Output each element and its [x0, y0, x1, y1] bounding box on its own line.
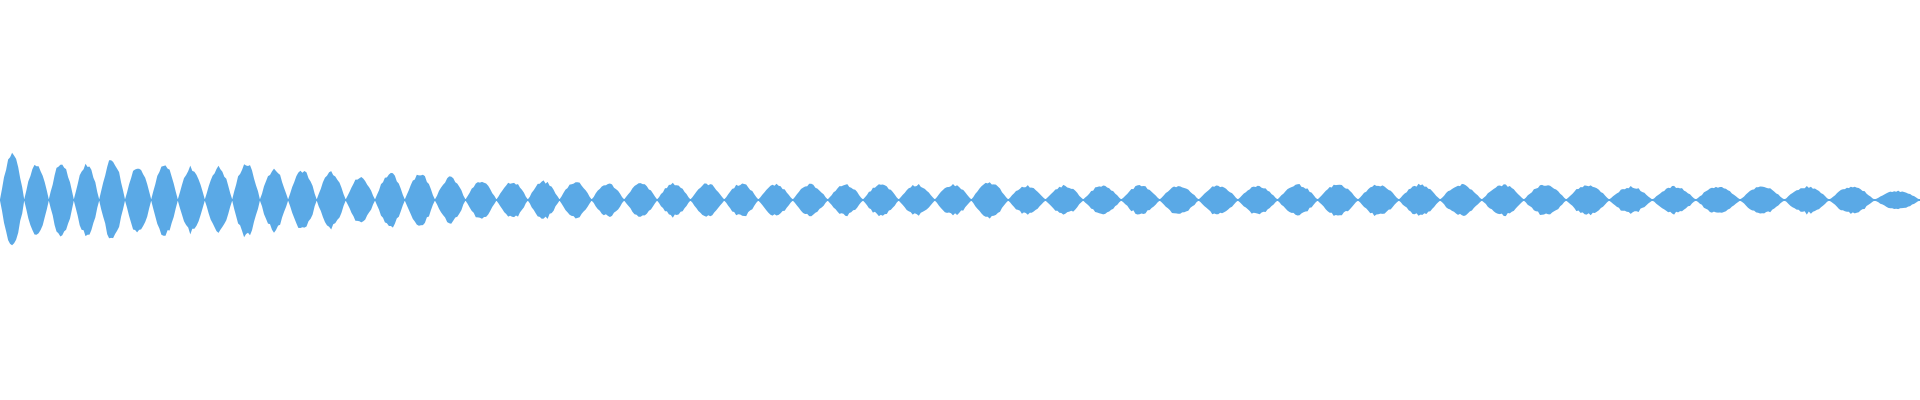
- audio-waveform: [0, 152, 1920, 246]
- waveform-canvas: [0, 152, 1920, 246]
